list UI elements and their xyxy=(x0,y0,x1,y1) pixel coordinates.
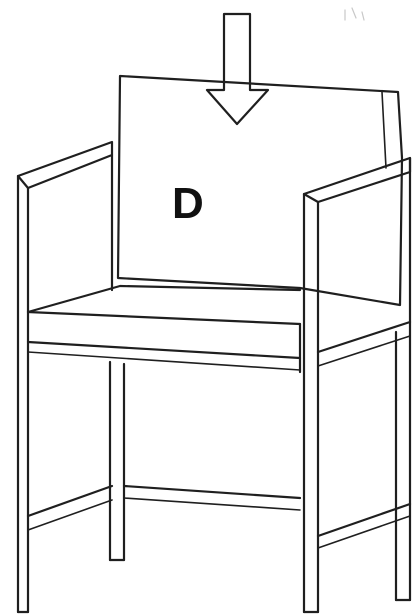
chair-legs xyxy=(28,362,300,560)
scan-marks xyxy=(345,8,364,20)
left-armrest xyxy=(18,142,112,612)
chair-seat xyxy=(28,286,300,372)
down-arrow-icon xyxy=(207,14,268,124)
chair-backrest xyxy=(118,76,402,305)
diagram-label: D xyxy=(172,179,204,228)
right-armrest xyxy=(304,158,410,612)
